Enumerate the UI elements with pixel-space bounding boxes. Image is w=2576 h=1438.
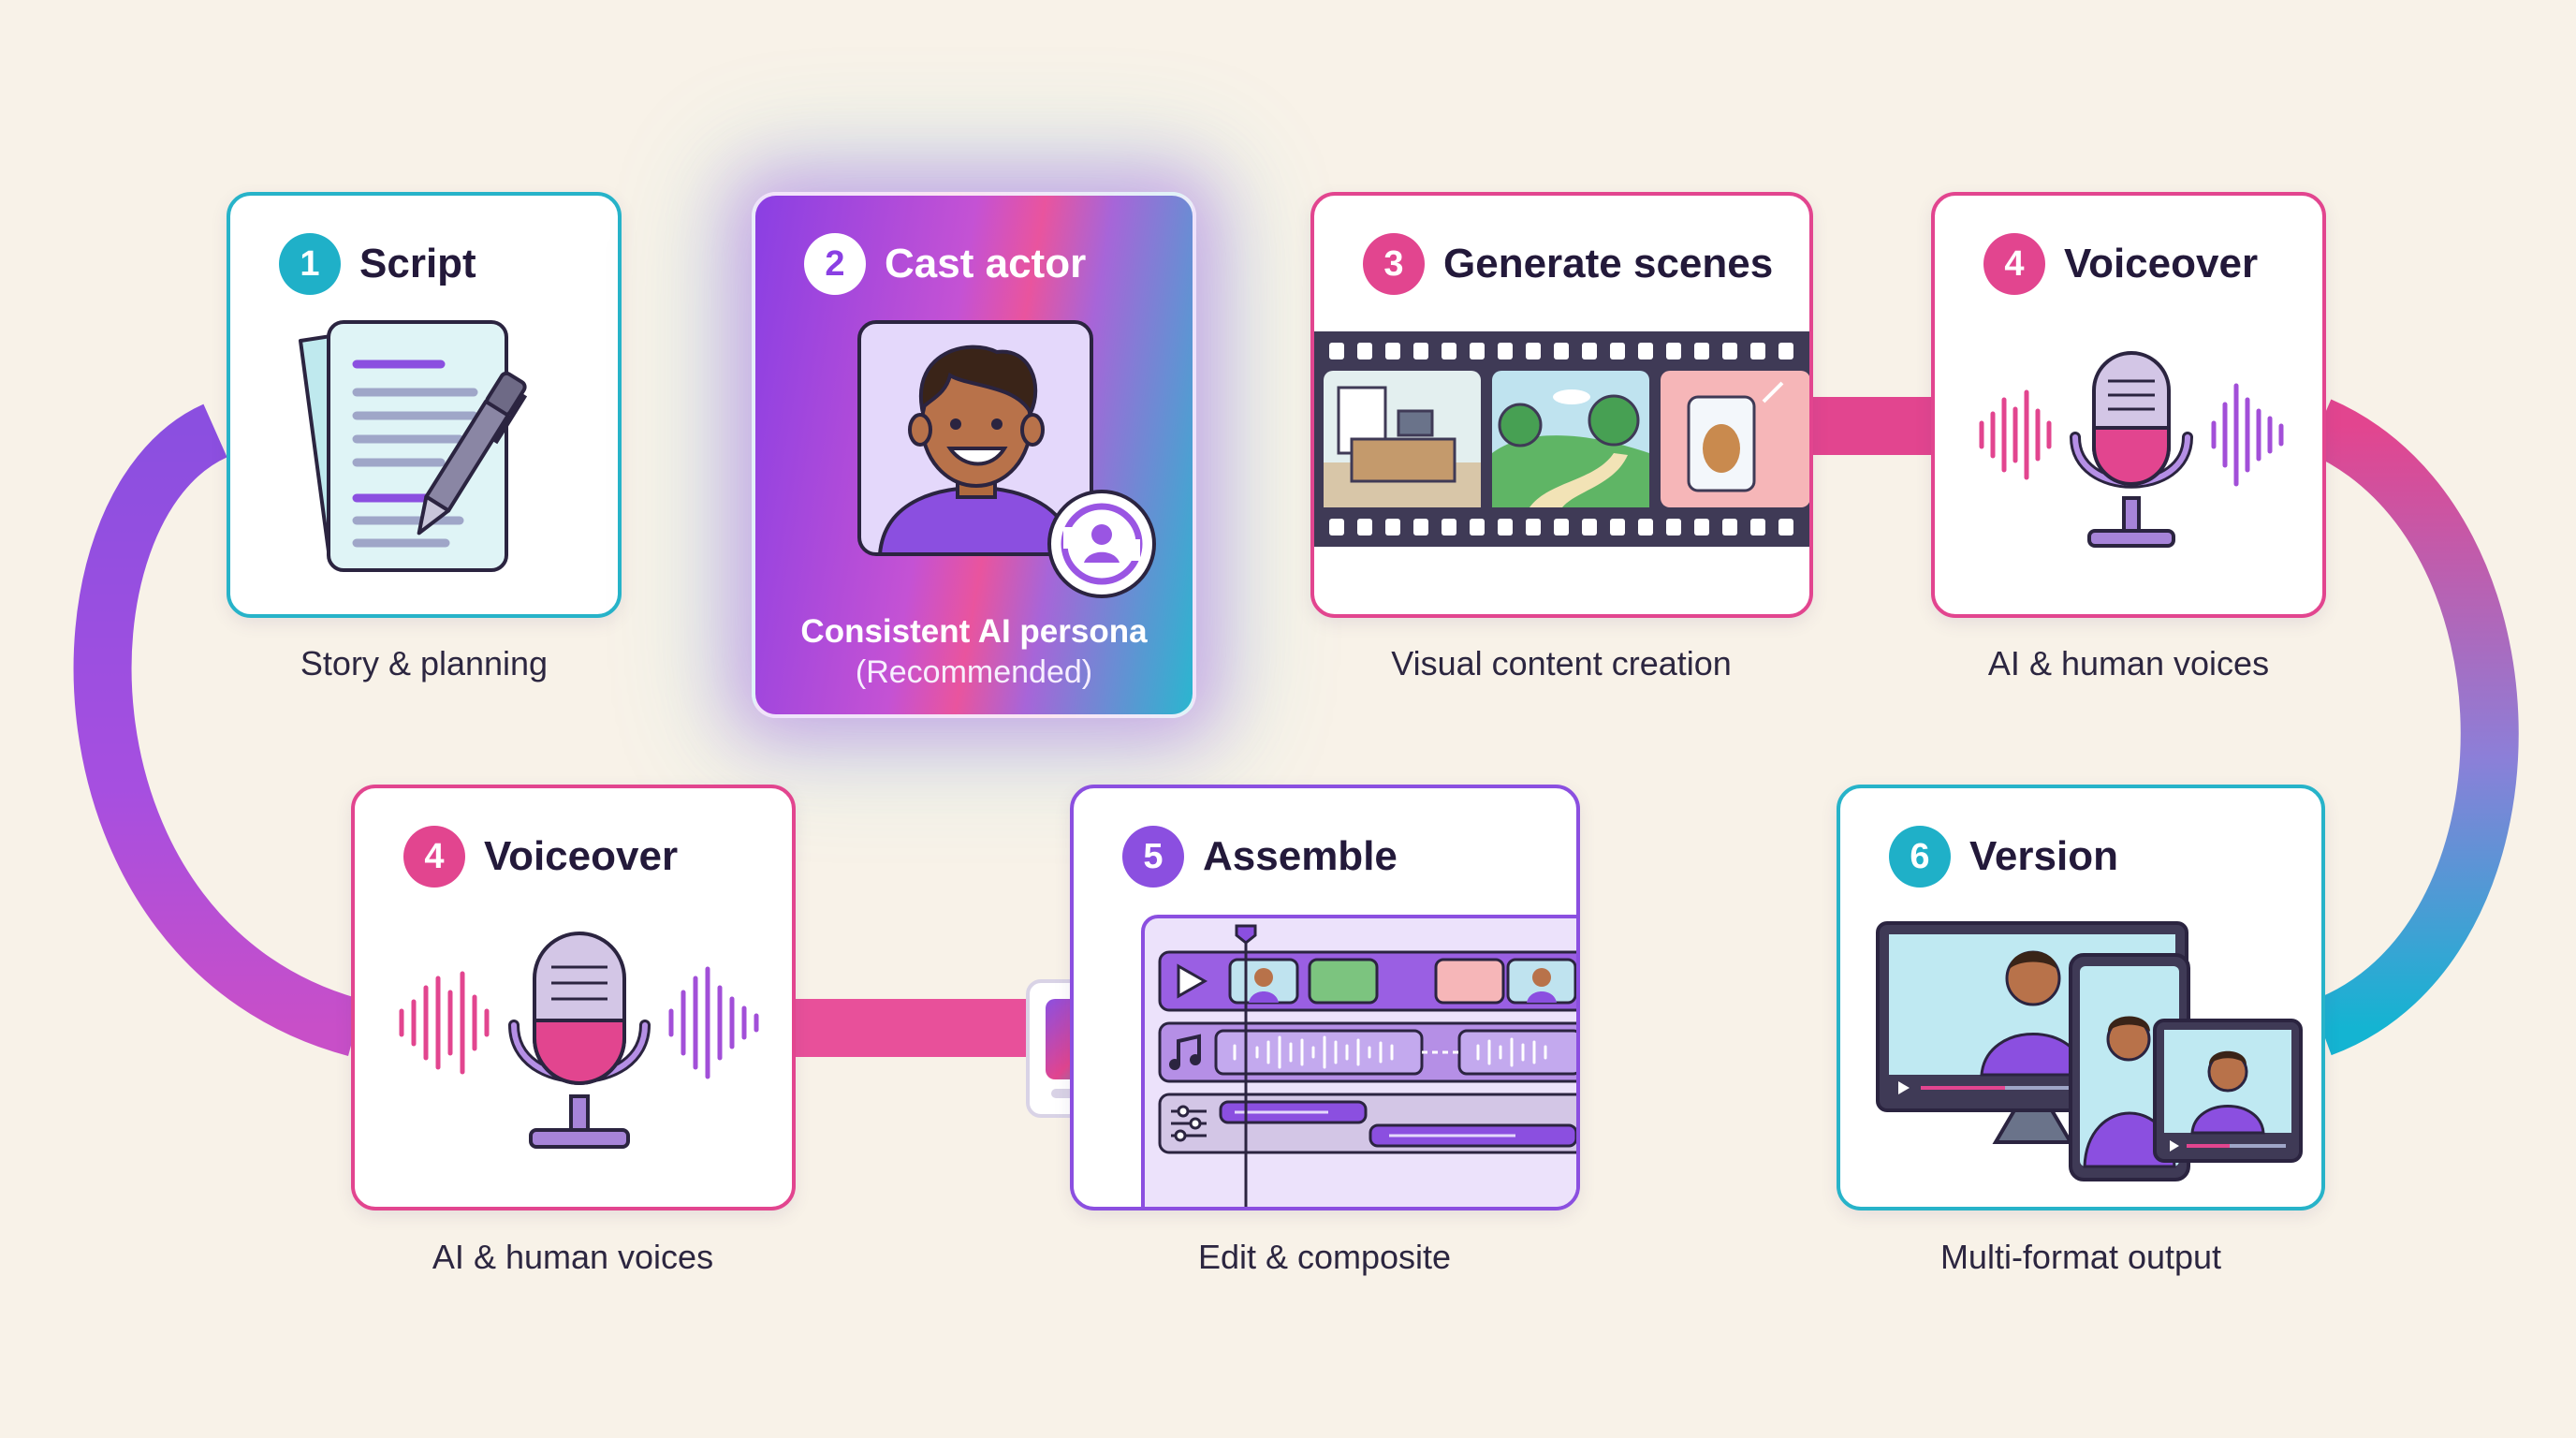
step-caption: Visual content creation: [1391, 644, 1732, 682]
step-title: Cast actor: [885, 241, 1087, 286]
step-cast-actor-card[interactable]: 2 Cast actor Consistent AI persona (Reco…: [752, 192, 1196, 718]
step-title: Script: [359, 241, 476, 286]
step-number-badge: 5: [1122, 826, 1184, 888]
step-voiceover-card-top[interactable]: 4 Voiceover: [1931, 192, 2326, 618]
recommended-label: (Recommended): [855, 654, 1093, 690]
timeline-editor-icon: [1141, 915, 1576, 1207]
step-caption: AI & human voices: [432, 1238, 714, 1276]
step-number-badge: 1: [279, 233, 341, 295]
ai-persona-avatar-icon: [857, 320, 1156, 598]
step-number-badge: 2: [804, 233, 866, 295]
highlight-caption: Consistent AI persona: [800, 613, 1148, 650]
film-strip-icon: [1314, 331, 1809, 547]
step-number-badge: 4: [1983, 233, 2045, 295]
microphone-icon: [1979, 351, 2284, 548]
step-script-card[interactable]: 1 Script: [227, 192, 622, 618]
step-caption: Multi-format output: [1939, 1238, 2222, 1276]
step-title: Voiceover: [2064, 241, 2259, 286]
microphone-icon: [399, 932, 759, 1149]
step-title: Version: [1969, 833, 2118, 879]
step-assemble-card[interactable]: 5 Assemble: [1070, 785, 1580, 1211]
multi-device-icon: [1876, 921, 2303, 1181]
step-voiceover-card-bottom[interactable]: 4 Voiceover: [351, 785, 796, 1211]
step-caption: Story & planning: [300, 644, 549, 682]
step-title: Assemble: [1203, 833, 1398, 879]
step-number-badge: 4: [403, 826, 465, 888]
step-version-card[interactable]: 6 Version: [1837, 785, 2325, 1211]
step-title: Generate scenes: [1443, 241, 1774, 286]
step-number-badge: 6: [1889, 826, 1951, 888]
step-caption: AI & human voices: [1987, 644, 2270, 682]
script-pen-icon: [299, 320, 528, 572]
step-caption: Edit & composite: [1197, 1238, 1452, 1276]
step-title: Voiceover: [484, 833, 679, 879]
step-generate-scenes-card[interactable]: 3 Generate scenes: [1310, 192, 1813, 618]
step-number-badge: 3: [1363, 233, 1425, 295]
